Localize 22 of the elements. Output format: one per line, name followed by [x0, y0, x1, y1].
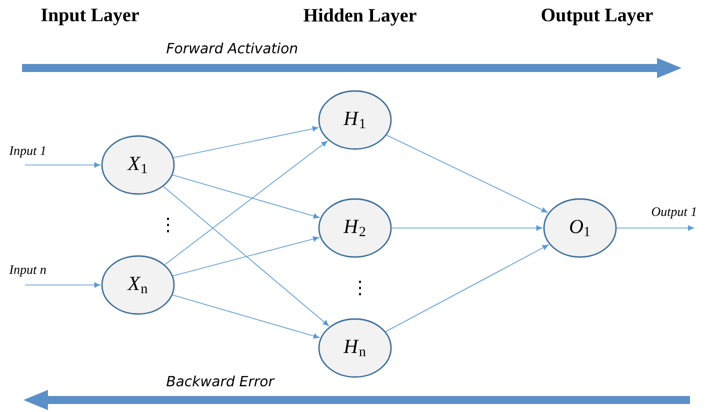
layer-heading: Hidden Layer [304, 8, 416, 26]
arrow [385, 244, 548, 332]
layer-heading: Output Layer [542, 8, 653, 26]
ellipsis-dots: ⋮ [167, 218, 169, 232]
arrow [173, 126, 318, 158]
arrow [164, 140, 328, 266]
edge-label: Input n [9, 265, 46, 277]
ellipsis-dots: ⋮ [359, 280, 361, 296]
arrow [391, 225, 542, 231]
direction-label: Forward Activation [166, 42, 298, 54]
layer-heading: Input Layer [41, 8, 139, 26]
arrow [163, 186, 329, 326]
arrow [172, 236, 320, 276]
arrow [24, 282, 100, 288]
edge-label: Input 1 [9, 146, 45, 158]
arrow [616, 225, 694, 231]
edge-label: Output 1 [652, 207, 696, 219]
arrow [172, 174, 320, 219]
arrow [386, 134, 548, 213]
arrow [24, 162, 100, 168]
arrow [172, 294, 320, 339]
direction-label: Backward Error [166, 376, 275, 386]
